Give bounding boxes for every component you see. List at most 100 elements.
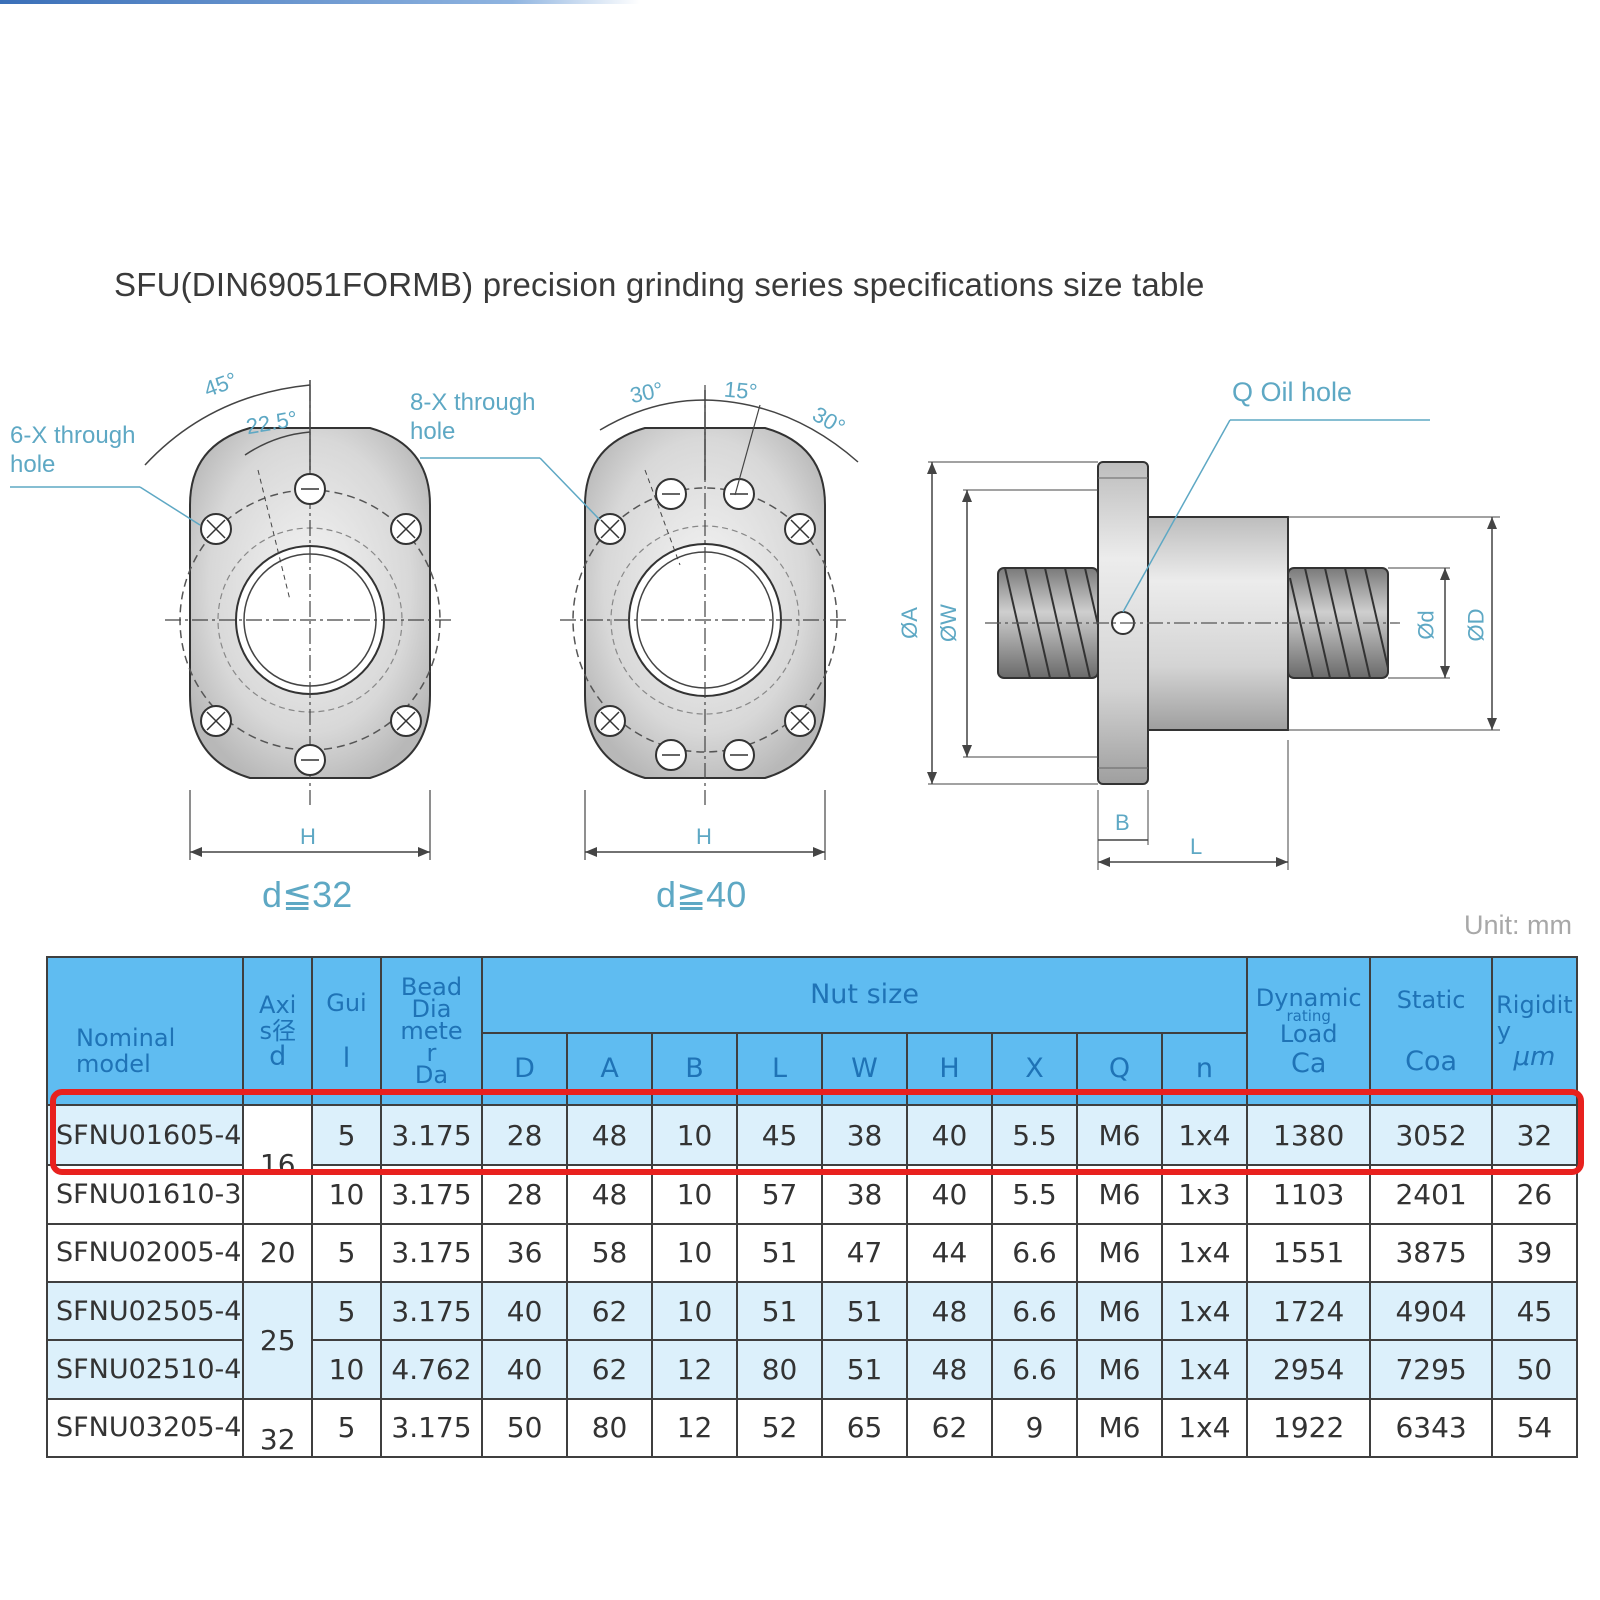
cell-l: 52 (736, 1397, 824, 1459)
cell-q: M6 (1075, 1222, 1163, 1284)
header-dynamic-line2: rating (1286, 1007, 1331, 1025)
mid-condition: d≧40 (656, 874, 747, 915)
header-nominal-model: Nominal model (45, 956, 245, 1106)
mid-h-dim: H (696, 824, 712, 849)
table-row: SFNU02510-4 10 4.762 40 62 12 80 51 48 6… (45, 1339, 1579, 1400)
cell-rigidity: 32 (1490, 1103, 1579, 1167)
nut-side-view (927, 419, 1500, 870)
cell-rigidity: 50 (1490, 1339, 1579, 1400)
mid-angle-15: 15° (723, 376, 759, 405)
cell-n: 1x4 (1160, 1339, 1248, 1400)
header-rigidity: Rigidit y μm (1490, 956, 1579, 1106)
cell-axis: 16 (242, 1104, 314, 1225)
cell-ca: 1551 (1245, 1222, 1372, 1284)
cell-n: 1x4 (1160, 1103, 1248, 1167)
cell-a: 62 (566, 1339, 654, 1400)
cell-a: 58 (566, 1222, 654, 1284)
cell-n: 1x4 (1160, 1222, 1248, 1284)
oil-hole-label: Q Oil hole (1232, 377, 1353, 407)
mid-hole-label: 8-X through hole (410, 388, 535, 446)
cell-lead: 5 (311, 1103, 382, 1167)
header-nut-size: Nut size (481, 956, 1248, 1034)
left-hole-label-line2: hole (10, 451, 56, 478)
cell-d: 50 (481, 1397, 569, 1459)
cell-d: 28 (481, 1103, 569, 1167)
top-accent-bar (0, 0, 640, 4)
cell-w: 51 (821, 1339, 908, 1400)
cell-a: 80 (566, 1397, 654, 1459)
cell-model: SFNU01610-3 (45, 1164, 245, 1225)
header-dynamic-line3: Load (1279, 1020, 1338, 1048)
cell-lead: 5 (311, 1397, 382, 1459)
cell-bead: 3.175 (379, 1222, 484, 1284)
mid-hole-label-line1: 8-X through (410, 389, 536, 416)
flange-drawing-large (420, 385, 859, 860)
dim-od-large: ØD (1463, 608, 1489, 642)
left-condition: d≦32 (262, 874, 353, 915)
cell-b: 12 (651, 1397, 739, 1459)
header-rigidity-line3: μm (1513, 1042, 1556, 1072)
cell-lead: 5 (311, 1222, 382, 1284)
cell-coa: 4904 (1369, 1281, 1493, 1342)
cell-h: 40 (906, 1103, 993, 1167)
cell-q: M6 (1075, 1281, 1163, 1342)
cell-h: 62 (906, 1397, 993, 1459)
header-bead-line5: Da (414, 1061, 449, 1089)
cell-x: 6.6 (990, 1339, 1078, 1400)
cell-x: 5.5 (990, 1103, 1078, 1167)
cell-l: 51 (736, 1281, 824, 1342)
cell-q: M6 (1075, 1103, 1163, 1167)
header-dynamic-line4: Ca (1290, 1048, 1327, 1079)
cell-model: SFNU02510-4 (45, 1339, 245, 1400)
header-dynamic-load: Dynamic rating Load Ca (1245, 956, 1372, 1106)
cell-b: 10 (651, 1222, 739, 1284)
cell-coa: 6343 (1369, 1397, 1493, 1459)
cell-h: 44 (906, 1222, 993, 1284)
technical-drawing (10, 380, 1500, 870)
cell-x: 6.6 (990, 1281, 1078, 1342)
cell-n: 1x4 (1160, 1281, 1248, 1342)
page-title: SFU(DIN69051FORMB) precision grinding se… (114, 266, 1205, 303)
dim-ow: ØW (935, 604, 961, 642)
cell-rigidity: 45 (1490, 1281, 1579, 1342)
cell-ca: 1922 (1245, 1397, 1372, 1459)
highlight-box (50, 1089, 1584, 1175)
cell-l: 51 (736, 1222, 824, 1284)
header-bead-line2: Dia (411, 995, 452, 1023)
header-bead-line4: r (426, 1039, 437, 1067)
dim-oa: ØA (896, 607, 922, 639)
table-row: SFNU01605-4 16 5 3.175 28 48 10 45 38 40… (45, 1103, 1579, 1225)
header-rigidity-line1: Rigidit (1496, 991, 1573, 1019)
cell-ca: 2954 (1245, 1339, 1372, 1400)
cell-axis: 25 (242, 1281, 314, 1400)
cell-model: SFNU02005-4 (45, 1222, 245, 1284)
cell-a: 48 (566, 1103, 654, 1167)
table-row: SFNU03205-4 32 5 3.175 50 80 12 52 65 62… (45, 1397, 1579, 1459)
cell-bead: 4.762 (379, 1339, 484, 1400)
cell-ca: 1103 (1245, 1164, 1372, 1225)
cell-b: 10 (651, 1281, 739, 1342)
header-axis-line2: s径 (259, 1017, 296, 1045)
header-axis-diameter: Axi s径 d (242, 956, 314, 1106)
cell-l: 45 (736, 1103, 824, 1167)
left-hole-label-line1: 6-X through (10, 422, 136, 449)
cell-rigidity: 54 (1490, 1397, 1579, 1459)
header-bead-line1: Bead (400, 973, 463, 1001)
cell-ca: 1724 (1245, 1281, 1372, 1342)
cell-l: 80 (736, 1339, 824, 1400)
header-static-load: Static Coa (1369, 956, 1493, 1106)
header-guide-line2: l (342, 1043, 351, 1074)
dim-od-small: Ød (1413, 610, 1439, 640)
cell-b: 10 (651, 1103, 739, 1167)
cell-bead: 3.175 (379, 1281, 484, 1342)
cell-h: 48 (906, 1339, 993, 1400)
cell-lead: 10 (311, 1339, 382, 1400)
mid-hole-label-line2: hole (410, 418, 456, 445)
left-h-dim: H (300, 824, 316, 849)
cell-lead: 5 (311, 1281, 382, 1342)
cell-coa: 7295 (1369, 1339, 1493, 1400)
cell-bead: 3.175 (379, 1397, 484, 1459)
cell-q: M6 (1075, 1397, 1163, 1459)
cell-q: M6 (1075, 1339, 1163, 1400)
cell-model: SFNU01605-4 (45, 1103, 245, 1167)
